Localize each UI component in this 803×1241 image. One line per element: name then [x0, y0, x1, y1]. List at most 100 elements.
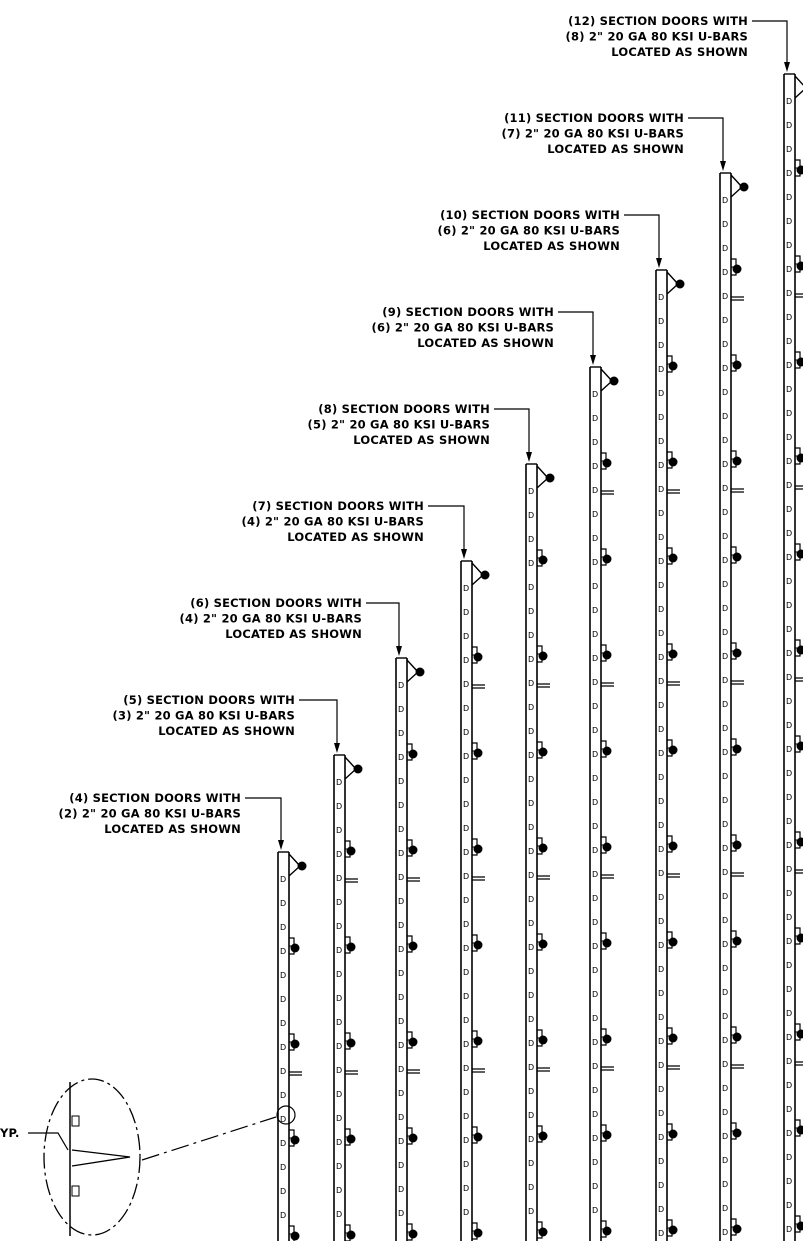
leader-line [558, 311, 594, 359]
joint-roller [408, 1229, 418, 1239]
hinge-mark: D [722, 820, 728, 829]
leader-line [428, 505, 465, 553]
hinge-mark: D [336, 850, 342, 859]
hinge-mark: D [786, 409, 792, 418]
hinge-mark: D [463, 1088, 469, 1097]
hinge-mark: D [280, 1139, 286, 1148]
hinge-mark: D [722, 412, 728, 421]
callout-labels: (4) SECTION DOORS WITH (2) 2" 20 GA 80 KS… [59, 14, 790, 850]
hinge-mark: D [592, 1110, 598, 1119]
hinge-mark: D [336, 826, 342, 835]
joint-roller [668, 457, 678, 467]
joint-roller [538, 1035, 548, 1045]
leader-arrow [720, 161, 726, 171]
hinge-mark: D [722, 436, 728, 445]
hinge-mark: D [592, 462, 598, 471]
joint-roller [408, 941, 418, 951]
hinge-mark: D [786, 1153, 792, 1162]
hinge-mark: D [786, 433, 792, 442]
callout-text: (12) SECTION DOORS WITH(8) 2" 20 GA 80 K… [566, 14, 748, 59]
callout-line: LOCATED AS SHOWN [483, 239, 620, 253]
hinge-mark: D [658, 701, 664, 710]
hinge-mark: D [786, 625, 792, 634]
u-bar [345, 1070, 358, 1075]
hinge-mark: D [786, 145, 792, 154]
joint-roller [346, 1230, 356, 1240]
callout-line: (4) SECTION DOORS WITH [69, 791, 241, 805]
callout-line: LOCATED AS SHOWN [417, 336, 554, 350]
hinge-mark: D [528, 535, 534, 544]
hinge-mark: D [722, 292, 728, 301]
joint-roller [668, 1129, 678, 1139]
hinge-mark: D [528, 703, 534, 712]
hinge-mark: D [463, 656, 469, 665]
hinge-mark: D [398, 777, 404, 786]
hinge-mark: D [592, 606, 598, 615]
hinge-mark: D [336, 1210, 342, 1219]
leader-arrow [656, 258, 662, 268]
u-bar [601, 682, 614, 687]
u-bar [407, 1069, 420, 1074]
callout-text: (5) SECTION DOORS WITH(3) 2" 20 GA 80 KS… [113, 693, 295, 738]
hinge-mark: D [463, 824, 469, 833]
joint-roller [290, 1039, 300, 1049]
hinge-mark: D [528, 991, 534, 1000]
hinge-mark: D [658, 1229, 664, 1238]
hinge-mark: D [722, 772, 728, 781]
detail-fastener [71, 1115, 80, 1127]
leader-arrow [396, 646, 402, 656]
joint-roller [408, 749, 418, 759]
joint-roller [796, 837, 803, 847]
u-bar [795, 293, 803, 298]
joint-roller [732, 456, 742, 466]
hinge-mark: D [336, 922, 342, 931]
hinge-mark: D [722, 700, 728, 709]
hinge-mark: D [592, 942, 598, 951]
detail-callout: YP. [0, 1078, 296, 1236]
joint-roller [796, 549, 803, 559]
hinge-mark: D [658, 389, 664, 398]
hinge-mark: D [658, 557, 664, 566]
hinge-mark: D [658, 989, 664, 998]
top-roller [415, 667, 425, 677]
callout-line: (2) 2" 20 GA 80 KSI U-BARS [59, 807, 241, 821]
hinge-mark: D [592, 630, 598, 639]
hinge-mark: D [463, 944, 469, 953]
joint-roller [290, 943, 300, 953]
hinge-mark: D [658, 413, 664, 422]
door-column: DDDDDDDDDDDDDDDDDDDDDDDDDDDDDDDDDDDDDDDD… [783, 73, 803, 1241]
top-roller [297, 861, 307, 871]
hinge-mark: D [592, 1134, 598, 1143]
hinge-mark: D [658, 365, 664, 374]
hinge-mark: D [786, 985, 792, 994]
joint-roller [668, 841, 678, 851]
hinge-mark: D [786, 1201, 792, 1210]
leader-arrow [590, 355, 596, 365]
hinge-mark: D [398, 873, 404, 882]
u-bar [667, 873, 680, 878]
callout-text: (9) SECTION DOORS WITH(6) 2" 20 GA 80 KS… [372, 305, 554, 350]
hinge-mark: D [528, 1135, 534, 1144]
hinge-mark: D [658, 461, 664, 470]
hinge-mark: D [786, 337, 792, 346]
hinge-mark: D [658, 293, 664, 302]
detail-target-circle [276, 1105, 296, 1125]
joint-roller [538, 651, 548, 661]
hinge-mark: D [592, 990, 598, 999]
hinge-mark: D [280, 1019, 286, 1028]
hinge-mark: D [398, 1209, 404, 1218]
hinge-mark: D [722, 1012, 728, 1021]
callout-line: (9) SECTION DOORS WITH [382, 305, 554, 319]
hinge-mark: D [658, 1013, 664, 1022]
callout-text: (4) SECTION DOORS WITH (2) 2" 20 GA 80 KS… [59, 791, 241, 836]
top-roller [609, 376, 619, 386]
joint-roller [473, 940, 483, 950]
hinge-mark: D [336, 802, 342, 811]
hinge-mark: D [592, 798, 598, 807]
hinge-mark: D [658, 1085, 664, 1094]
hinge-mark: D [398, 849, 404, 858]
hinge-mark: D [463, 752, 469, 761]
hinge-mark: D [658, 341, 664, 350]
